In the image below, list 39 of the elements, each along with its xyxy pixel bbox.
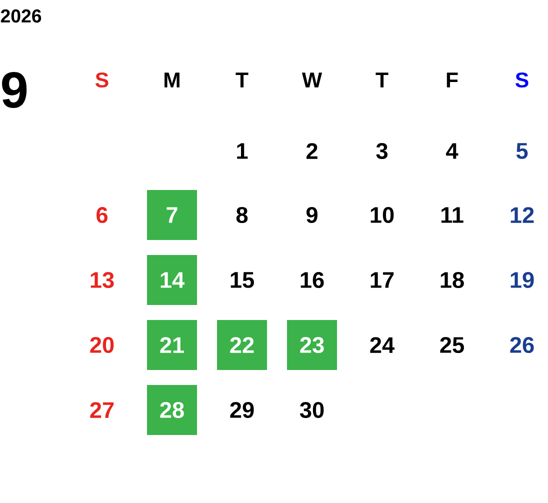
- highlighted-date: 14: [147, 255, 197, 305]
- date-number: 9: [306, 206, 318, 224]
- date-number: 3: [376, 142, 388, 160]
- date-number: 27: [90, 402, 114, 418]
- highlighted-date: 21: [147, 320, 197, 370]
- date-number: 30: [300, 402, 324, 418]
- highlighted-date: 7: [147, 190, 197, 240]
- month-number: 9: [2, 72, 27, 108]
- weekday-header: F: [446, 72, 458, 88]
- date-number: 12: [510, 207, 534, 223]
- date-number: 8: [236, 206, 248, 224]
- date-number: 17: [370, 272, 394, 288]
- date-number: 16: [300, 272, 324, 288]
- date-number: 25: [440, 336, 464, 354]
- date-number: 1: [237, 143, 248, 159]
- weekday-header: M: [164, 72, 180, 88]
- date-number: 29: [230, 402, 254, 418]
- weekday-header: W: [302, 72, 322, 88]
- date-number: 4: [446, 143, 458, 159]
- highlighted-date: 22: [217, 320, 267, 370]
- weekday-header: T: [376, 72, 388, 88]
- date-number: 5: [516, 143, 528, 159]
- date-number: 13: [90, 272, 114, 288]
- date-number: 19: [510, 272, 534, 288]
- year-label: 2026: [0, 9, 42, 23]
- weekday-header: T: [236, 72, 248, 88]
- date-number: 2: [306, 143, 318, 159]
- date-number: 11: [441, 207, 464, 223]
- weekday-header: S: [96, 72, 108, 88]
- highlighted-date: 23: [287, 320, 337, 370]
- highlighted-date: 28: [147, 385, 197, 435]
- date-number: 10: [370, 206, 394, 224]
- weekday-header: S: [516, 72, 528, 88]
- date-number: 24: [370, 337, 394, 353]
- date-number: 20: [90, 336, 114, 354]
- date-number: 15: [230, 272, 254, 288]
- date-number: 18: [440, 272, 464, 288]
- date-number: 26: [510, 336, 534, 354]
- date-number: 6: [96, 206, 108, 224]
